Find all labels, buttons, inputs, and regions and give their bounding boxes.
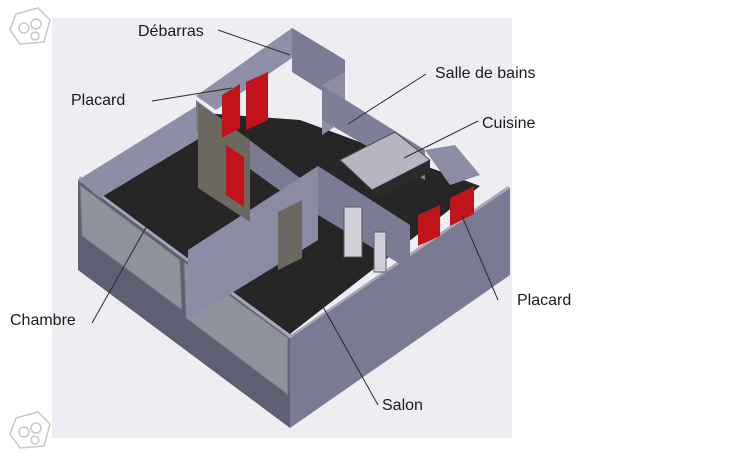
watermark-logo-bottom — [9, 411, 51, 449]
leader-placard-right — [461, 215, 499, 301]
leader-salle-de-bains — [347, 73, 427, 125]
placard-door-left-2 — [246, 72, 268, 130]
label-salle-de-bains: Salle de bains — [435, 65, 536, 82]
placard-door-right-1 — [418, 205, 440, 246]
wall-salon-right — [318, 166, 410, 270]
leader-salon — [321, 304, 379, 406]
outer-wall-front — [290, 188, 510, 428]
label-cuisine: Cuisine — [482, 115, 536, 132]
leader-placard-left — [151, 87, 233, 102]
label-placard-right: Placard — [517, 292, 572, 309]
label-placard-left: Placard — [71, 92, 126, 109]
placard-door-chambre — [226, 145, 244, 207]
door-salon — [278, 200, 302, 270]
wall-back-chambre — [78, 104, 200, 198]
leader-cuisine — [403, 120, 479, 159]
window-chambre — [79, 183, 183, 312]
placard-door-right-2 — [450, 186, 474, 226]
sdb-door-frame — [373, 231, 387, 273]
placard-door-left-1 — [222, 84, 240, 138]
leader-chambre — [91, 223, 149, 324]
wall-cuisine-back — [425, 145, 480, 185]
leader-debarras — [217, 29, 291, 56]
label-debarras: Débarras — [138, 23, 204, 40]
salon-door-frame — [343, 206, 363, 258]
watermark-logo-top — [9, 7, 51, 45]
label-chambre: Chambre — [10, 312, 76, 329]
label-salon: Salon — [382, 397, 423, 414]
wall-salon-partition — [188, 166, 318, 320]
cuisine-counter — [372, 160, 430, 202]
